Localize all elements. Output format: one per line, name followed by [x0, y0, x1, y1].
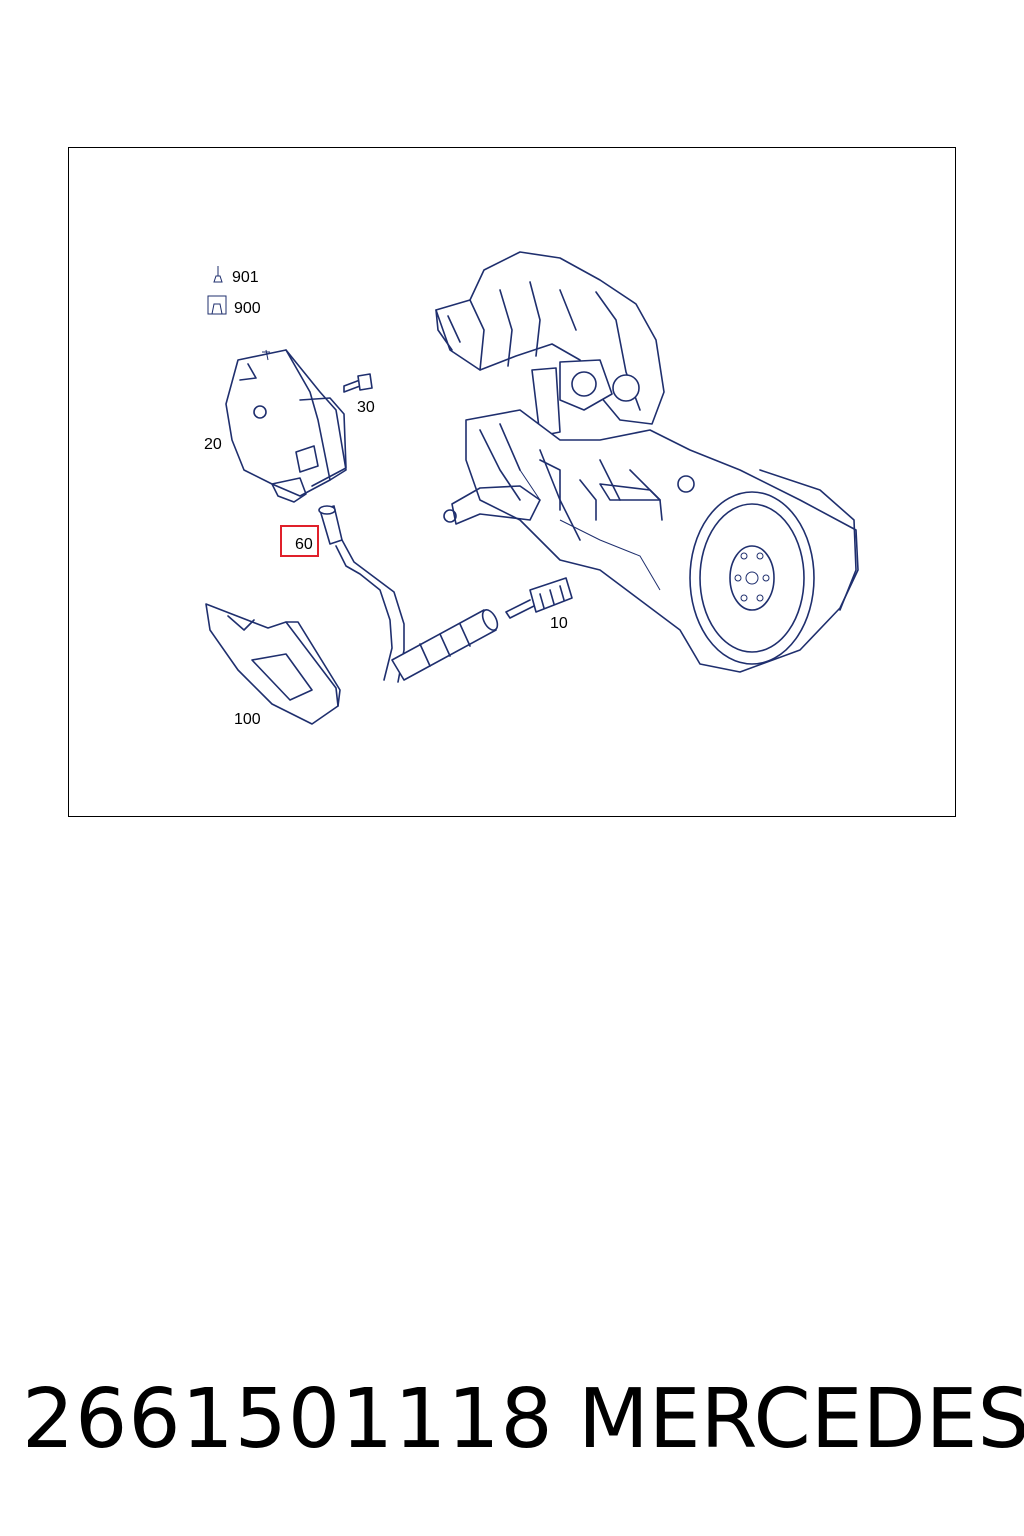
- callout-900: 900: [234, 300, 261, 317]
- ignition-coil[interactable]: [225, 349, 347, 503]
- spark-plug[interactable]: [505, 577, 573, 619]
- callout-901: 901: [232, 269, 259, 286]
- bolt[interactable]: [343, 373, 373, 393]
- callout-30: 30: [357, 399, 375, 416]
- brand-label: MERCEDES: [578, 1372, 1024, 1467]
- callout-20: 20: [204, 436, 222, 453]
- callout-10: 10: [550, 615, 568, 632]
- ignition-cable[interactable]: [318, 505, 500, 683]
- highlighted-part-box: [280, 525, 319, 557]
- engine-assembly: [435, 251, 859, 673]
- callout-900-symbol: [207, 295, 227, 315]
- part-number-label: 2661501118: [22, 1372, 554, 1467]
- cover-plate[interactable]: [205, 603, 341, 725]
- callout-60[interactable]: 60: [295, 536, 313, 553]
- callout-100: 100: [234, 711, 261, 728]
- callout-901-symbol: [213, 266, 223, 283]
